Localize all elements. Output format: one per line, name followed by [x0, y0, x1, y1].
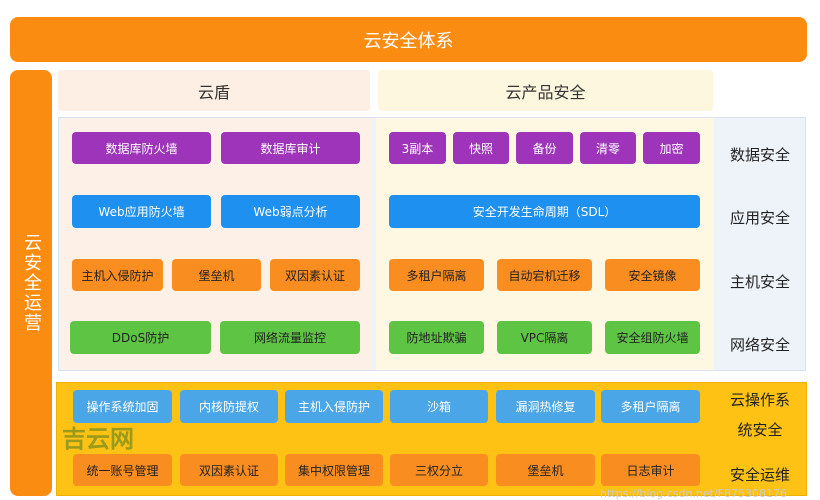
ops-box: 日志审计 [601, 454, 700, 486]
os-box: 多租户隔离 [601, 390, 700, 423]
shield-box: 网络流量监控 [220, 321, 360, 354]
side-text: 云安全运营 [21, 233, 42, 333]
side-bar: 云安全运营 [10, 70, 52, 496]
shield-box: 主机入侵防护 [72, 259, 163, 291]
product-box: 3副本 [389, 132, 446, 164]
os-label-2: 统安全 [737, 421, 783, 439]
ops-box: 统一账号管理 [73, 454, 172, 486]
ops-box: 堡垒机 [496, 454, 595, 486]
product-box: 加密 [643, 132, 700, 164]
os-box: 沙箱 [390, 390, 488, 423]
shield-box: 双因素认证 [270, 259, 360, 291]
watermark-logo: 吉云网 [62, 425, 134, 453]
shield-header: 云盾 [58, 70, 370, 111]
os-label-1: 云操作系 [729, 391, 790, 409]
row-label-network: 网络安全 [729, 336, 790, 354]
shield-box: DDoS防护 [70, 321, 211, 354]
row-label-host: 主机安全 [729, 273, 790, 291]
ops-box: 双因素认证 [180, 454, 278, 486]
ops-label: 安全运维 [729, 466, 790, 484]
os-box: 主机入侵防护 [285, 390, 383, 423]
row-label-data: 数据安全 [729, 146, 790, 164]
shield-box: Web应用防火墙 [72, 195, 211, 228]
product-box: 多租户隔离 [389, 259, 484, 291]
os-box: 漏洞热修复 [496, 390, 595, 423]
product-box: 安全组防火墙 [605, 321, 700, 354]
source-url: https://blog.csdn.net/F875308176 [600, 487, 787, 500]
product-box: 安全开发生命周期（SDL） [389, 195, 700, 228]
os-box: 操作系统加固 [73, 390, 172, 423]
product-box: VPC隔离 [497, 321, 592, 354]
page-title: 云安全体系 [10, 17, 807, 62]
product-box: 快照 [453, 132, 509, 164]
shield-box: 数据库审计 [221, 132, 360, 164]
shield-box: 数据库防火墙 [72, 132, 211, 164]
product-box: 自动宕机迁移 [497, 259, 592, 291]
shield-box: Web弱点分析 [221, 195, 360, 228]
product-box: 安全镜像 [605, 259, 700, 291]
title-text: 云安全体系 [363, 30, 454, 52]
product-box: 备份 [516, 132, 573, 164]
product-header: 云产品安全 [378, 70, 713, 111]
ops-box: 集中权限管理 [285, 454, 383, 486]
ops-box: 三权分立 [390, 454, 488, 486]
product-box: 防地址欺骗 [389, 321, 484, 354]
shield-box: 堡垒机 [172, 259, 261, 291]
row-label-app: 应用安全 [729, 209, 790, 227]
os-box: 内核防提权 [180, 390, 278, 423]
product-box: 清零 [580, 132, 636, 164]
